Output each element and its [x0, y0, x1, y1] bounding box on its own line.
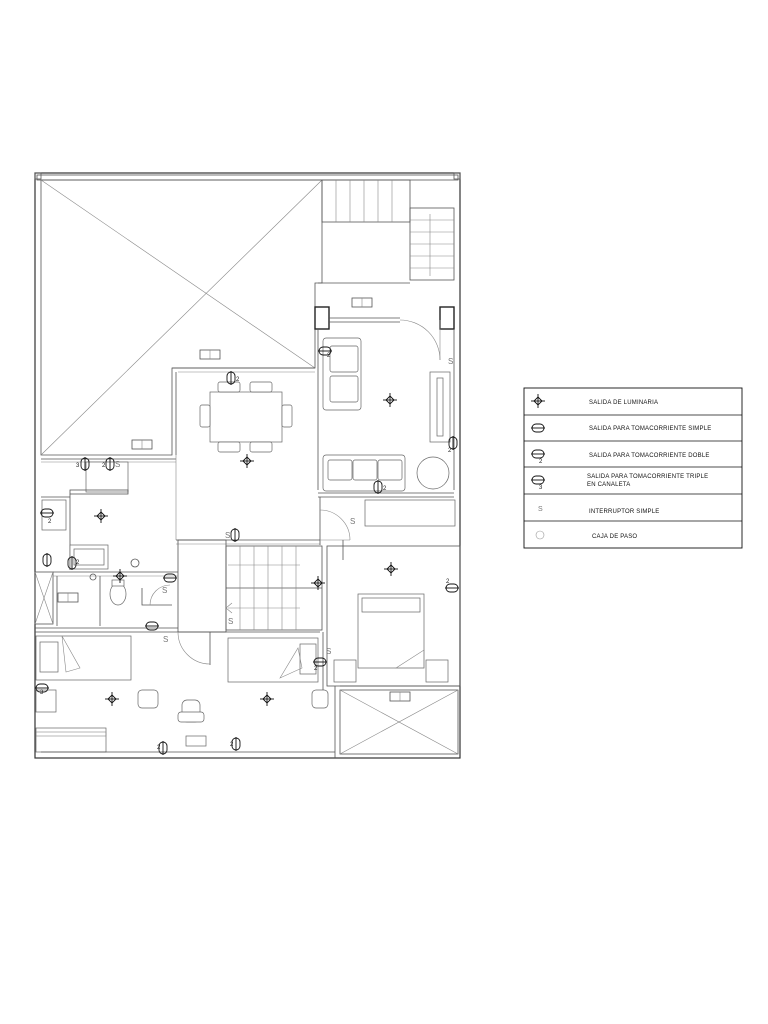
legend: 2 3 S SALIDA DE LUMINARIA SALIDA PARA TO…: [523, 387, 743, 549]
junction-box-icon: [535, 530, 545, 540]
svg-text:S: S: [162, 586, 167, 595]
stair-middle: [177, 539, 323, 633]
living-room: [317, 317, 455, 498]
plan-numbers: 2 2 3 2 2 2 2 2 2 2 2 2 3: [40, 353, 452, 751]
bedroom-left: [35, 631, 211, 753]
bedroom-middle: [41, 632, 336, 758]
svg-text:2: 2: [327, 353, 331, 359]
svg-text:2: 2: [448, 448, 452, 454]
bathroom: [34, 558, 320, 633]
svg-text:2: 2: [539, 459, 543, 465]
stair-top: [318, 179, 455, 284]
svg-text:S: S: [350, 517, 355, 526]
switch-icon: S: [538, 506, 543, 513]
svg-text:S: S: [448, 357, 453, 366]
outlet-double-icon: 2: [530, 449, 546, 465]
outlet-triple-icon: 3: [530, 475, 546, 491]
columns: [314, 306, 455, 330]
svg-text:2: 2: [102, 463, 106, 469]
svg-text:S: S: [225, 531, 230, 540]
svg-text:2: 2: [446, 579, 450, 585]
legend-junction-label: CAJA DE PASO: [592, 534, 637, 540]
svg-text:2: 2: [157, 745, 161, 751]
interior-walls: [41, 367, 456, 570]
legend-luminaire-label: SALIDA DE LUMINARIA: [589, 400, 658, 406]
legend-outlet-triple-label2: EN CANALETA: [587, 482, 630, 488]
legend-outlet-triple-label: SALIDA PARA TOMACORRIENTE TRIPLE: [587, 474, 708, 480]
svg-text:2: 2: [48, 519, 52, 525]
svg-text:2: 2: [76, 560, 80, 566]
legend-outlet-simple-label: SALIDA PARA TOMACORRIENTE SIMPLE: [589, 426, 711, 432]
svg-text:3: 3: [76, 463, 80, 469]
svg-text:2: 2: [230, 742, 234, 748]
svg-text:S: S: [228, 617, 233, 626]
legend-outlet-double-label: SALIDA PARA TOMACORRIENTE DOBLE: [589, 453, 710, 459]
svg-text:2: 2: [383, 486, 387, 492]
svg-text:S: S: [163, 635, 168, 644]
svg-text:S: S: [115, 460, 120, 469]
switches: S S S S S S S S: [115, 357, 453, 656]
legend-switch-label: INTERRUPTOR SIMPLE: [589, 509, 660, 515]
svg-text:2: 2: [314, 666, 318, 672]
dining-table: [199, 381, 293, 453]
svg-text:S: S: [326, 647, 331, 656]
bedroom-right: [326, 545, 461, 755]
window-marks: [57, 297, 411, 702]
svg-text:2: 2: [236, 377, 240, 383]
svg-text:3: 3: [40, 690, 44, 696]
svg-text:3: 3: [539, 485, 543, 491]
